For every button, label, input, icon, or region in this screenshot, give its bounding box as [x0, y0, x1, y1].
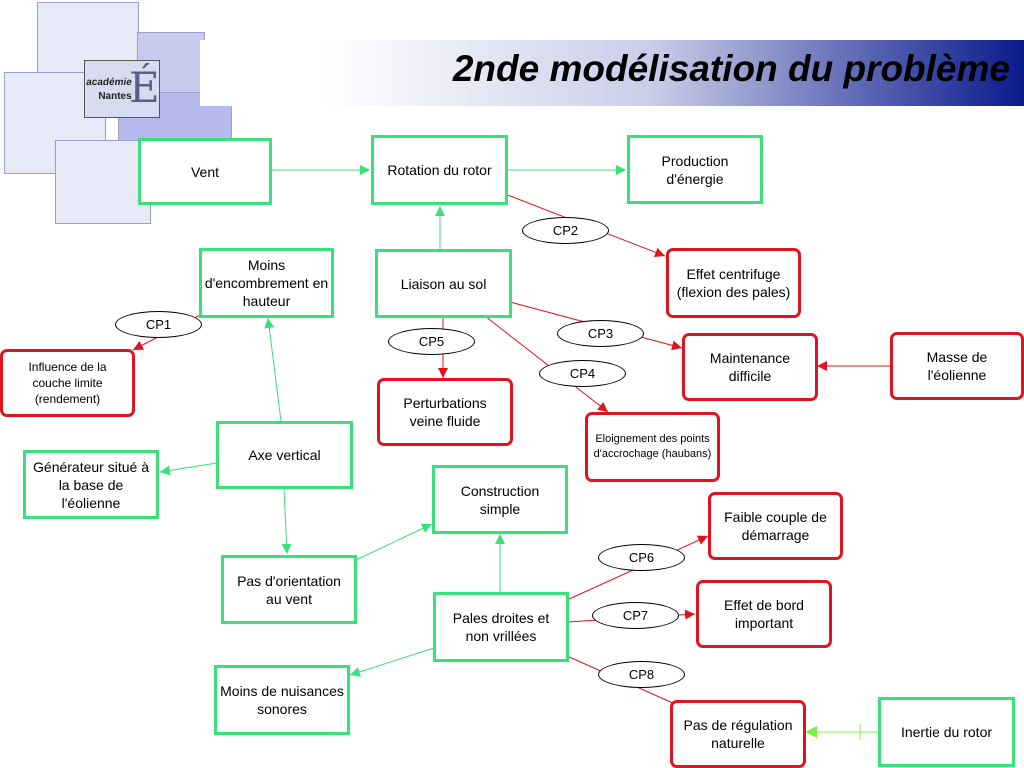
link-liaison-eloignement [484, 315, 609, 413]
node-production-energie: Production d'énergie [627, 135, 763, 204]
cp-label: CP5 [388, 328, 475, 355]
link-axe-encombrement [264, 317, 282, 422]
logo-text: Nantes [98, 91, 132, 102]
link-axe-orientation [281, 488, 292, 555]
node-construction-simple: Construction simple [432, 465, 568, 534]
node-axe-vertical: Axe vertical [216, 421, 353, 489]
node-masse-eolienne: Masse de l'éolienne [890, 332, 1024, 400]
node-eloignement: Eloignement des points d'accrochage (hau… [585, 412, 720, 482]
node-perturbations: Perturbations veine fluide [377, 378, 513, 446]
logo-glyph: É [129, 63, 160, 112]
cp-label: CP7 [592, 602, 679, 629]
cp-label: CP2 [522, 217, 609, 244]
decor-square [55, 140, 151, 224]
cp-label: CP4 [539, 360, 626, 387]
cp-label: CP6 [598, 544, 685, 571]
cp-label: CP8 [598, 661, 685, 688]
node-generateur: Générateur situé à la base de l'éolienne [23, 450, 159, 519]
cp-label: CP3 [557, 320, 644, 347]
node-vent: Vent [138, 138, 272, 205]
node-moins-encombrement: Moins d'encombrement en hauteur [199, 248, 334, 318]
node-effet-de-bord: Effet de bord important [696, 580, 832, 648]
node-liaison-sol: Liaison au sol [375, 249, 512, 318]
academie-logo: académie Nantes É [84, 60, 160, 118]
link-axe-generateur [159, 462, 218, 476]
node-inertie-rotor: Inertie du rotor [878, 697, 1015, 767]
node-effet-centrifuge: Effet centrifuge (flexion des pales) [666, 248, 801, 318]
node-moins-nuisances: Moins de nuisances sonores [214, 665, 350, 735]
link-pales-nuisances [349, 647, 435, 677]
cp-label: CP1 [115, 311, 202, 338]
node-pas-regulation: Pas de régulation naturelle [670, 700, 806, 768]
page-title: 2nde modélisation du problème [452, 48, 1010, 89]
node-maintenance-difficile: Maintenance difficile [682, 333, 818, 401]
node-influence-couche-limite: Influence de la couche limite (rendement… [0, 349, 135, 417]
link-orientation-construction [355, 523, 433, 561]
node-pales-droites: Pales droites et non vrillées [433, 592, 569, 662]
title-band [200, 40, 1024, 106]
node-faible-couple: Faible couple de démarrage [708, 492, 843, 560]
node-rotation-rotor: Rotation du rotor [371, 135, 508, 205]
node-pas-orientation: Pas d'orientation au vent [221, 555, 357, 624]
